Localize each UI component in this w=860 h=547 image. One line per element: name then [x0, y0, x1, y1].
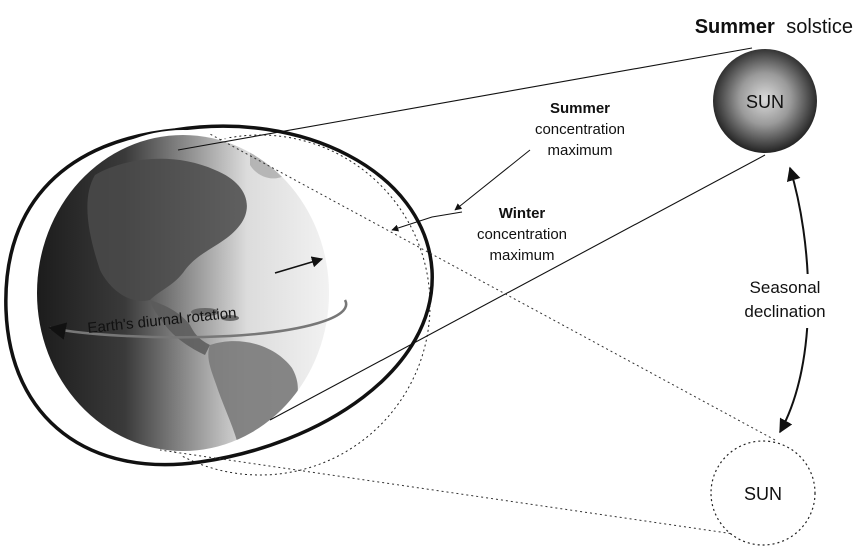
seasonal-label-1: Seasonal: [750, 278, 821, 297]
summer-ray-bottom: [269, 154, 766, 421]
summer-sun: SUN: [713, 49, 817, 153]
rotation-arrow-front: [274, 256, 324, 274]
summer-label-3: maximum: [547, 142, 612, 159]
title-rest: solstice: [786, 16, 853, 38]
summer-concentration-outline: [4, 124, 434, 467]
title: Summer solstice: [695, 16, 853, 38]
summer-label-2: concentration: [535, 121, 625, 138]
winter-label-1: Winter: [499, 205, 546, 222]
winter-pointer: [391, 211, 463, 232]
winter-label-3: maximum: [489, 247, 554, 264]
title-bold: Summer: [695, 16, 775, 38]
winter-label-2: concentration: [477, 226, 567, 243]
earth-globe: [37, 135, 329, 451]
winter-sun-label: SUN: [744, 484, 782, 504]
summer-ray-top: [177, 47, 753, 151]
seasonal-label-2: declination: [744, 302, 825, 321]
winter-ray-top: [209, 133, 776, 441]
summer-label-1: Summer: [550, 100, 610, 117]
winter-sun: SUN: [710, 440, 816, 546]
summer-pointer: [454, 149, 531, 211]
winter-ray-bottom: [159, 449, 776, 541]
summer-sun-label: SUN: [746, 92, 784, 112]
rotation-arrow-path: [48, 299, 348, 340]
